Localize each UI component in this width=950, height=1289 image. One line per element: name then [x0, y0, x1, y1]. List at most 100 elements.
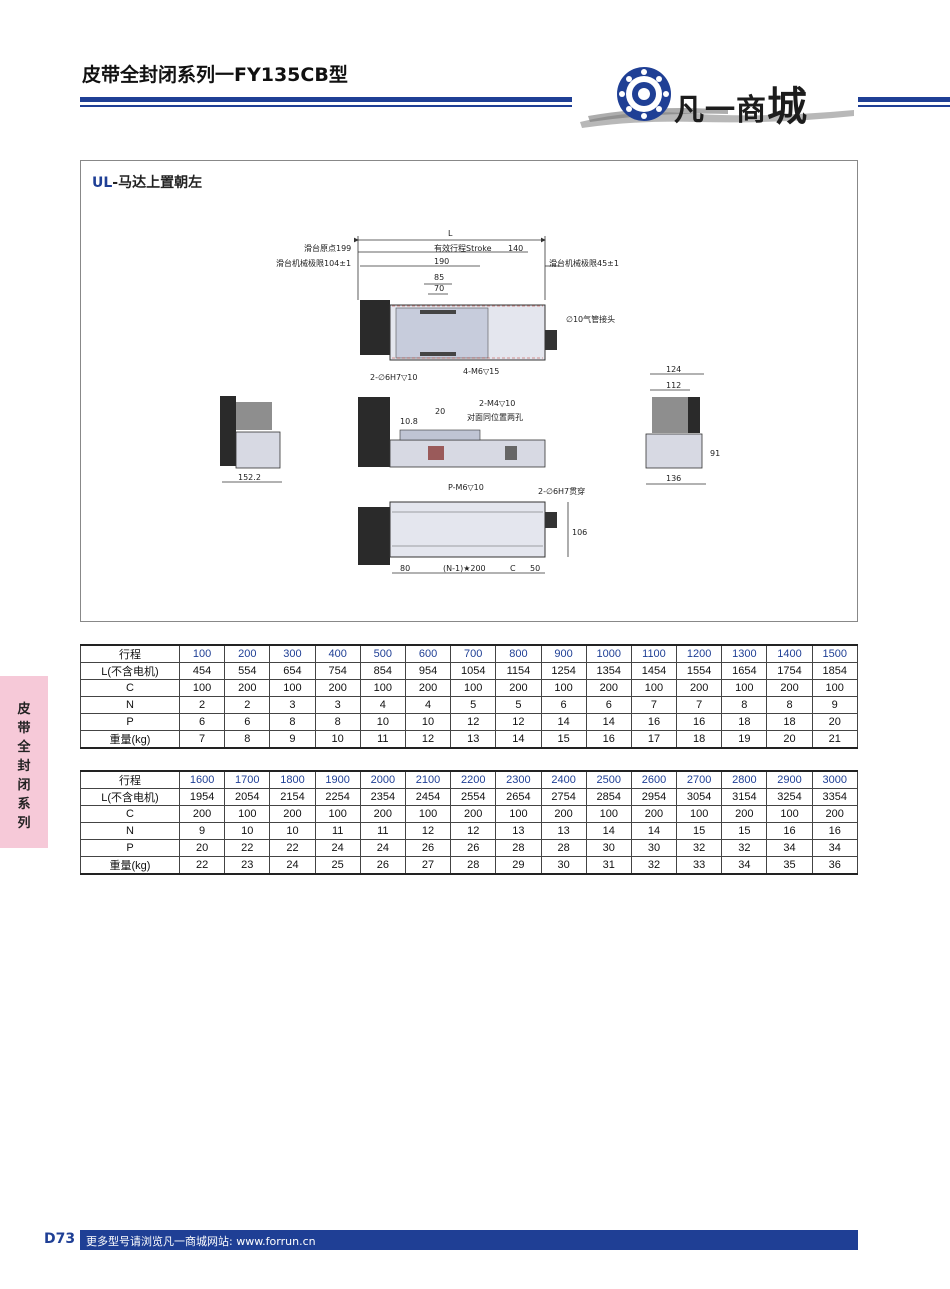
table-cell: 4 — [404, 696, 452, 714]
table-cell: 854 — [359, 662, 406, 680]
table-cell: 28 — [450, 856, 497, 875]
table-cell: 14 — [585, 713, 632, 731]
table-cell: 1354 — [585, 662, 632, 680]
dim-91: 91 — [710, 449, 720, 458]
table-cell: 200 — [269, 805, 316, 823]
dim-pin: 2-∅6H7▽10 — [370, 373, 417, 382]
table-cell: 1054 — [450, 662, 497, 680]
table-cell: 1400 — [766, 644, 813, 663]
table-cell: 7 — [676, 696, 723, 714]
table-cell: 22 — [178, 856, 226, 875]
table-cell: 8 — [766, 696, 813, 714]
table-cell: 2454 — [404, 788, 452, 806]
table-cell: 100 — [404, 805, 452, 823]
table-cell: 2300 — [495, 770, 542, 789]
technical-drawing: L 滑台原点199 有效行程Stroke 140 滑台机械极限104±1 190… — [220, 229, 720, 574]
table-cell: 2700 — [676, 770, 723, 789]
table-cell: 200 — [178, 805, 226, 823]
section-tab — [0, 676, 48, 848]
table-cell: 1500 — [811, 644, 858, 663]
dim-190: 190 — [434, 257, 449, 266]
table-cell: 100 — [721, 679, 768, 697]
table-cell: 2100 — [404, 770, 452, 789]
footer-bar — [80, 1230, 858, 1250]
table-cell: 24 — [269, 856, 316, 875]
table-cell: 23 — [224, 856, 271, 875]
table-cell: 8 — [269, 713, 316, 731]
table-cell: 32 — [676, 839, 723, 857]
dim-106: 106 — [572, 528, 587, 537]
table-cell: 2254 — [314, 788, 361, 806]
brand-logo — [578, 64, 858, 130]
row-label: C — [80, 679, 180, 697]
section-tab-char: 闭 — [17, 778, 31, 793]
dim-m4-note: 对面同位置两孔 — [467, 412, 523, 422]
table-cell: 200 — [224, 679, 271, 697]
dim-limit-left: 滑台机械极限104±1 — [276, 258, 351, 268]
section-tab-char: 全 — [17, 740, 31, 755]
dim-pm6: P-M6▽10 — [448, 483, 484, 492]
row-label: 重量(kg) — [80, 856, 180, 875]
table-cell: 11 — [314, 822, 361, 840]
table-cell: 2654 — [495, 788, 542, 806]
table-cell: 15 — [676, 822, 723, 840]
table-cell: 1700 — [224, 770, 271, 789]
table-cell: 100 — [224, 805, 271, 823]
table-cell: 2754 — [540, 788, 587, 806]
table-cell: 10 — [404, 713, 452, 731]
dim-limit-right: 滑台机械极限45±1 — [549, 258, 619, 268]
table-cell: 28 — [540, 839, 587, 857]
table-cell: 16 — [766, 822, 813, 840]
dim-140: 140 — [508, 244, 523, 253]
dim-m6: 4-M6▽15 — [463, 367, 499, 376]
table-cell: 700 — [450, 644, 497, 663]
figure-label: UL-马达上置朝左 — [92, 175, 203, 191]
table-cell: 2200 — [450, 770, 497, 789]
table-cell: 8 — [224, 730, 271, 749]
table-cell: 1854 — [811, 662, 858, 680]
row-label: N — [80, 696, 180, 714]
table-cell: 32 — [630, 856, 678, 875]
table-cell: 100 — [540, 679, 587, 697]
dim-124: 124 — [666, 365, 681, 374]
table-cell: 22 — [224, 839, 271, 857]
table-cell: 8 — [314, 713, 361, 731]
section-tab-label: 皮带全封闭系列 — [0, 700, 48, 833]
table-cell: 5 — [495, 696, 542, 714]
row-label: L(不含电机) — [80, 662, 180, 680]
table-cell: 2354 — [359, 788, 406, 806]
table-cell: 3000 — [811, 770, 858, 789]
table-cell: 2000 — [359, 770, 406, 789]
dim-50: 50 — [530, 564, 540, 573]
table-cell: 7 — [178, 730, 226, 749]
dim-10-8: 10.8 — [400, 417, 418, 426]
table-cell: 10 — [314, 730, 361, 749]
table-cell: 6 — [224, 713, 271, 731]
table-cell: 100 — [178, 679, 226, 697]
table-cell: 600 — [404, 644, 452, 663]
table-cell: 1900 — [314, 770, 361, 789]
table-cell: 10 — [359, 713, 406, 731]
table-cell: 24 — [359, 839, 406, 857]
table-cell: 1154 — [495, 662, 542, 680]
table-cell: 100 — [811, 679, 858, 697]
table-cell: 200 — [359, 805, 406, 823]
section-tab-char: 系 — [17, 797, 31, 812]
table-cell: 900 — [540, 644, 587, 663]
table-cell: 24 — [314, 839, 361, 857]
table-cell: 20 — [178, 839, 226, 857]
table-cell: 200 — [766, 679, 813, 697]
table-cell: 2500 — [585, 770, 632, 789]
table-cell: 7 — [630, 696, 678, 714]
dim-origin: 滑台原点199 — [304, 243, 351, 253]
table-cell: 5 — [450, 696, 497, 714]
table-cell: 654 — [269, 662, 316, 680]
table-cell: 20 — [811, 713, 858, 731]
